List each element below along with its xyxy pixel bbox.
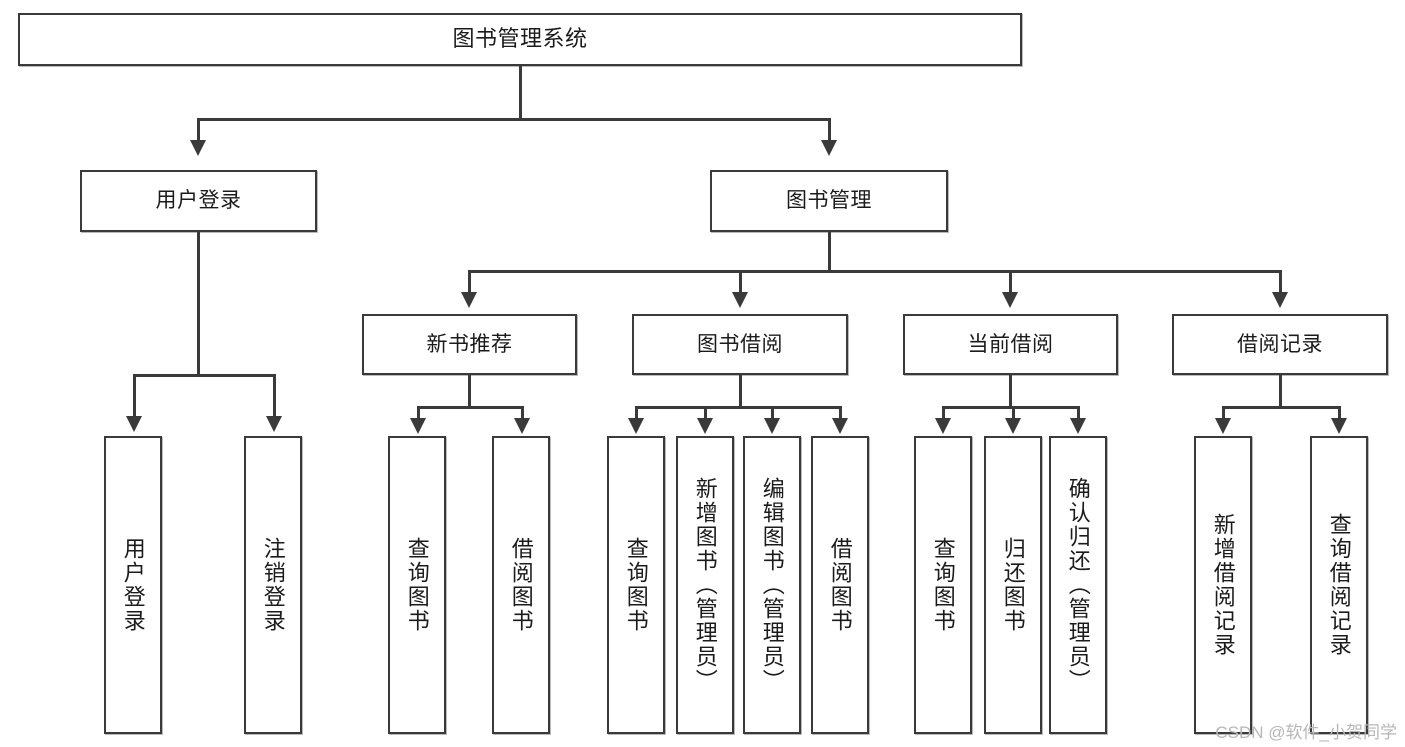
node-user-login[interactable]: 用户登录 xyxy=(80,170,317,232)
connector-new-book-stem xyxy=(468,375,471,408)
arrowhead-leaf-add-record xyxy=(1215,418,1231,434)
connector-book-borrow-bar xyxy=(635,406,842,409)
node-label: 新增借阅记录 xyxy=(1210,513,1236,657)
node-leaf-return-book[interactable]: 归还图书 xyxy=(984,436,1042,734)
connector-borrow-record-bar xyxy=(1222,406,1340,409)
arrowhead-leaf-add-book xyxy=(697,418,713,434)
node-leaf-user-login[interactable]: 用户登录 xyxy=(104,436,162,734)
node-label: 图书借阅 xyxy=(697,332,783,356)
node-root-system[interactable]: 图书管理系统 xyxy=(18,13,1022,66)
connector-user-login-bar xyxy=(133,374,275,377)
node-label: 编辑图书（管理员） xyxy=(759,477,785,693)
node-leaf-confirm-return[interactable]: 确认归还（管理员） xyxy=(1049,436,1107,734)
connector-book-borrow-child-1 xyxy=(635,406,638,420)
node-label: 查询图书 xyxy=(930,537,956,633)
connector-to-borrow-record xyxy=(1279,270,1282,294)
connector-book-mgmt-stem xyxy=(828,232,831,272)
connector-borrow-record-child-2 xyxy=(1338,406,1341,420)
node-leaf-borrow-book-recommend[interactable]: 借阅图书 xyxy=(492,436,550,734)
arrowhead-leaf-query-record xyxy=(1331,418,1347,434)
connector-borrow-record-stem xyxy=(1279,375,1282,408)
node-new-book-recommend[interactable]: 新书推荐 xyxy=(362,314,577,375)
connector-new-book-child-2 xyxy=(521,406,524,420)
connector-to-new-book xyxy=(468,270,471,294)
node-label: 新增图书（管理员） xyxy=(692,477,718,693)
connector-current-borrow-stem xyxy=(1009,375,1012,408)
node-leaf-query-book-current[interactable]: 查询图书 xyxy=(914,436,972,734)
node-leaf-add-book[interactable]: 新增图书（管理员） xyxy=(676,436,734,734)
node-label: 归还图书 xyxy=(1000,537,1026,633)
node-leaf-add-borrow-record[interactable]: 新增借阅记录 xyxy=(1194,436,1252,734)
node-current-borrow[interactable]: 当前借阅 xyxy=(903,314,1118,375)
node-label: 当前借阅 xyxy=(967,332,1054,356)
connector-new-book-child-1 xyxy=(417,406,420,420)
connector-user-login-child-2 xyxy=(273,374,276,418)
arrowhead-leaf-query-book-3 xyxy=(935,418,951,434)
connector-book-borrow-child-4 xyxy=(839,406,842,420)
connector-new-book-bar xyxy=(417,406,523,409)
arrowhead-new-book xyxy=(461,292,477,308)
arrowhead-leaf-query-book-1 xyxy=(410,418,426,434)
connector-current-borrow-child-2 xyxy=(1012,406,1015,420)
connector-root-stem xyxy=(519,66,522,120)
node-book-borrow[interactable]: 图书借阅 xyxy=(632,314,848,375)
node-book-management[interactable]: 图书管理 xyxy=(710,170,948,232)
connector-to-book-mgmt xyxy=(828,118,831,142)
node-label: 查询图书 xyxy=(404,537,430,633)
connector-borrow-record-child-1 xyxy=(1222,406,1225,420)
node-label: 借阅图书 xyxy=(508,537,534,633)
node-label: 注销登录 xyxy=(260,537,286,633)
connector-book-borrow-child-2 xyxy=(704,406,707,420)
node-borrow-record[interactable]: 借阅记录 xyxy=(1172,314,1388,375)
node-label: 用户登录 xyxy=(120,537,146,633)
connector-root-bar xyxy=(197,118,831,121)
arrowhead-leaf-borrow-book-1 xyxy=(514,418,530,434)
node-label: 借阅图书 xyxy=(827,537,853,633)
connector-user-login-stem xyxy=(197,232,200,376)
arrowhead-leaf-borrow-book-2 xyxy=(832,418,848,434)
node-label: 图书管理 xyxy=(786,189,872,213)
arrowhead-leaf-confirm-return xyxy=(1070,418,1086,434)
node-leaf-borrow-book[interactable]: 借阅图书 xyxy=(811,436,869,734)
connector-book-borrow-stem xyxy=(739,375,742,408)
node-label: 查询借阅记录 xyxy=(1326,513,1352,657)
node-leaf-query-borrow-record[interactable]: 查询借阅记录 xyxy=(1310,436,1368,734)
arrowhead-book-borrow xyxy=(732,292,748,308)
arrowhead-current-borrow xyxy=(1002,292,1018,308)
connector-current-borrow-bar xyxy=(942,406,1079,409)
arrowhead-leaf-user-login xyxy=(126,416,142,432)
connector-book-borrow-child-3 xyxy=(771,406,774,420)
node-leaf-edit-book[interactable]: 编辑图书（管理员） xyxy=(743,436,801,734)
node-leaf-logout[interactable]: 注销登录 xyxy=(244,436,302,734)
node-leaf-query-book-borrow[interactable]: 查询图书 xyxy=(607,436,665,734)
node-leaf-query-book-recommend[interactable]: 查询图书 xyxy=(388,436,446,734)
node-label: 图书管理系统 xyxy=(452,26,588,52)
connector-current-borrow-child-3 xyxy=(1077,406,1080,420)
node-label: 新书推荐 xyxy=(426,332,513,356)
arrowhead-leaf-return-book xyxy=(1005,418,1021,434)
node-label: 借阅记录 xyxy=(1237,332,1323,356)
arrowhead-book-mgmt xyxy=(821,140,837,156)
connector-to-current-borrow xyxy=(1009,270,1012,294)
node-label: 确认归还（管理员） xyxy=(1065,477,1091,693)
connector-to-book-borrow xyxy=(739,270,742,294)
arrowhead-leaf-edit-book xyxy=(764,418,780,434)
arrowhead-leaf-query-book-2 xyxy=(628,418,644,434)
connector-user-login-child-1 xyxy=(133,374,136,418)
node-label: 查询图书 xyxy=(623,537,649,633)
arrowhead-borrow-record xyxy=(1272,292,1288,308)
watermark-text: CSDN @软件_小贺同学 xyxy=(1215,723,1397,742)
arrowhead-user-login xyxy=(190,140,206,156)
connector-book-mgmt-bar xyxy=(468,270,1280,273)
connector-to-user-login xyxy=(197,118,200,142)
node-label: 用户登录 xyxy=(155,189,242,213)
arrowhead-leaf-logout xyxy=(266,416,282,432)
connector-current-borrow-child-1 xyxy=(942,406,945,420)
